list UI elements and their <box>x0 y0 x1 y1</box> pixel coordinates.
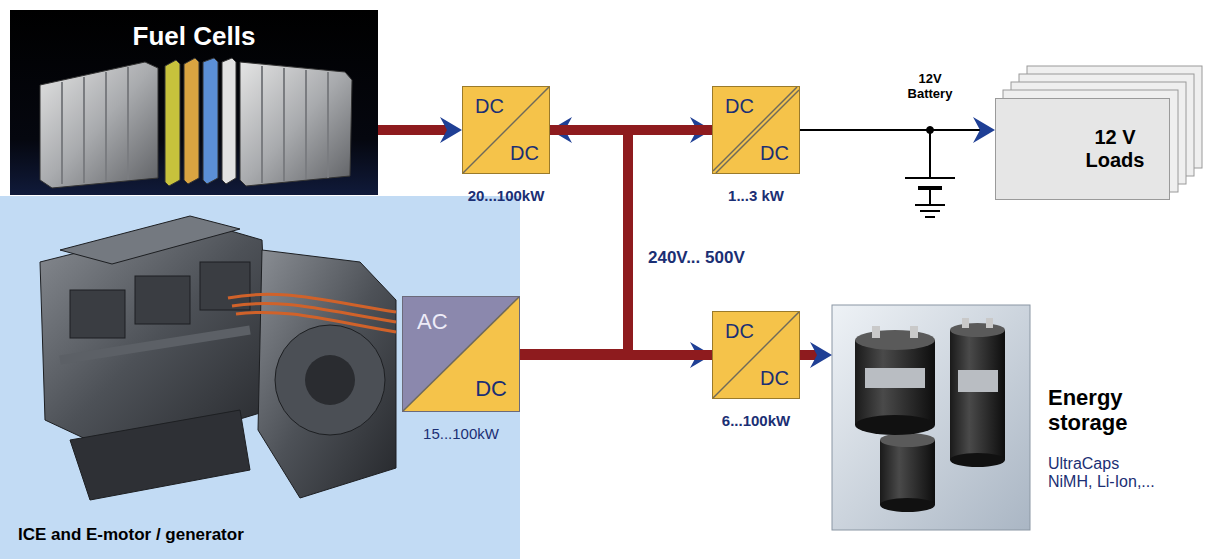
dc-dc-converter: DCDC1...3 kW <box>712 86 800 174</box>
arrow-head <box>973 117 995 143</box>
node-text: 12 V Loads <box>1075 126 1155 172</box>
node-text: DC <box>760 367 789 390</box>
node-text: Energy storage <box>1048 385 1173 436</box>
battery-symbol <box>905 127 955 218</box>
capacitor-picture <box>832 305 1030 530</box>
node-text: DC <box>725 320 754 343</box>
power-rating: 20...100kW <box>423 187 589 204</box>
dc-dc-converter: DCDC20...100kW <box>462 86 550 174</box>
wire-connector <box>800 117 995 143</box>
arrow-head <box>810 342 832 368</box>
connector-line <box>378 125 448 135</box>
battery-label: 12V Battery <box>896 72 964 102</box>
load-box: 12 V Loads <box>995 98 1170 200</box>
dc-dc-converter: DCDC6...100kW <box>712 311 800 399</box>
node-text: Fuel Cells <box>10 22 378 52</box>
power-rating: 15...100kW <box>373 425 549 442</box>
node-text: DC <box>475 95 504 118</box>
power-rating: 1...3 kW <box>673 187 839 204</box>
ac-dc-converter: ACDC15...100kW <box>402 296 520 412</box>
node-text: DC <box>760 142 789 165</box>
bus-connector <box>800 342 832 368</box>
connector-line <box>800 129 981 131</box>
panel-ground <box>10 10 378 195</box>
node-text: DC <box>725 95 754 118</box>
power-rating: 6...100kW <box>673 412 839 429</box>
engine-panel: ICE and E-motor / generatorACDC15...100k… <box>0 196 520 559</box>
node-text: AC <box>417 309 448 334</box>
node-text: DC <box>510 142 539 165</box>
fuel-cell-stack <box>40 58 352 188</box>
engine-illustration <box>40 216 396 500</box>
bus-connector <box>378 117 462 143</box>
node-text: ICE and E-motor / generator <box>18 525 244 545</box>
fuel-cell-panel: Fuel Cells <box>10 10 378 195</box>
node-text: UltraCaps NiMH, Li-Ion,... <box>1048 455 1164 492</box>
node-text: DC <box>475 376 507 401</box>
energy-storage: Energy storageUltraCaps NiMH, Li-Ion,... <box>832 305 1210 530</box>
arrow-head <box>440 117 462 143</box>
panel-ground <box>0 196 520 559</box>
voltage-label: 240V... 500V <box>648 248 745 268</box>
